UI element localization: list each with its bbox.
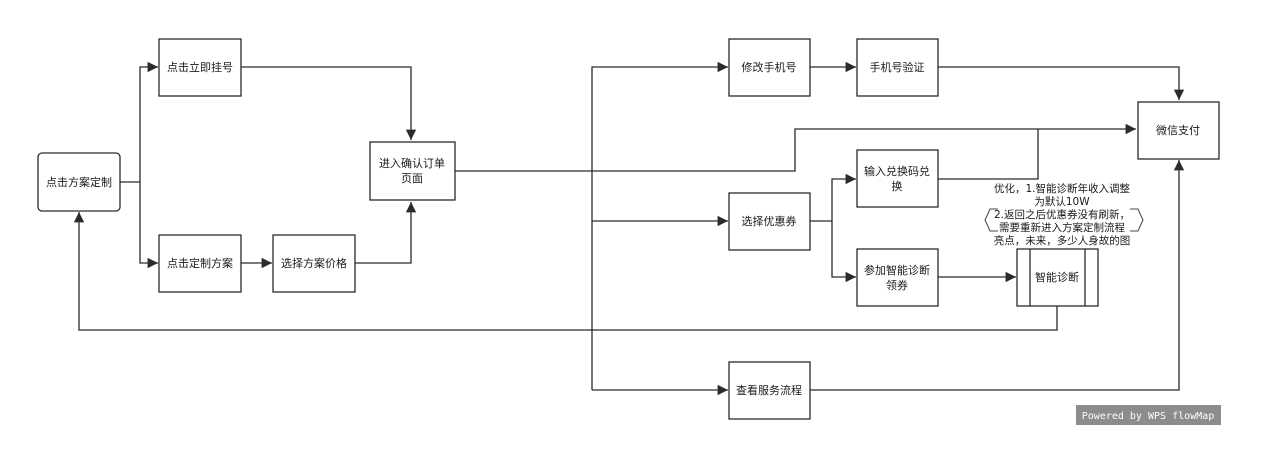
edge-yanzheng-to-zhifu <box>938 66 1185 100</box>
annotation-line-5: 亮点，未来，多少人身故的图 <box>994 234 1131 247</box>
watermark-badge: Powered by WPS flowMap <box>1076 405 1221 425</box>
node-label: 选择方案价格 <box>281 256 347 270</box>
edge-jiage-to-queren <box>355 202 417 264</box>
node-liji-guahao: 点击立即挂号 <box>158 38 242 97</box>
node-xuanze-jiage: 选择方案价格 <box>272 234 356 293</box>
edge-liucheng-to-zhifu <box>810 160 1185 391</box>
annotation-line-3: 2.返回之后优惠券没有刷新， <box>994 208 1130 221</box>
edge-to-duihuanma <box>831 173 856 221</box>
node-label: 查看服务流程 <box>736 383 802 397</box>
node-dingzhi-fangan: 点击定制方案 <box>158 234 242 293</box>
edge-zhenduan-back-to-fangan <box>73 212 1058 331</box>
node-label: 手机号验证 <box>870 60 925 74</box>
node-label: 选择优惠券 <box>742 214 797 228</box>
edge-to-dingzhi-fangan <box>139 182 158 269</box>
annotation-note: 优化，1.智能诊断年收入调整 为默认10W 2.返回之后优惠券没有刷新， 需要重… <box>984 182 1144 247</box>
edge-to-zhineng-lingquan <box>831 221 856 283</box>
node-label-line2: 领券 <box>886 278 908 292</box>
node-label: 点击定制方案 <box>167 256 233 270</box>
edges <box>73 61 1185 396</box>
node-weixin-zhifu: 微信支付 <box>1137 101 1220 160</box>
node-label-line1: 进入确认订单 <box>379 157 445 170</box>
node-fangan-dingzhi: 点击方案定制 <box>37 152 121 212</box>
node-label-line1: 输入兑换码兑 <box>864 164 930 178</box>
edge-guahao-to-queren <box>241 66 417 140</box>
edge-to-liji-guahao <box>139 61 158 182</box>
annotation-bracket-right <box>1130 208 1144 232</box>
node-label: 点击立即挂号 <box>167 60 233 74</box>
node-label-line1: 参加智能诊断 <box>864 263 930 277</box>
node-fuwu-liucheng: 查看服务流程 <box>728 361 811 420</box>
node-duihuanma: 输入兑换码兑 换 <box>856 149 939 208</box>
watermark-text: Powered by WPS flowMap <box>1082 411 1214 422</box>
node-label-line2: 页面 <box>401 172 423 185</box>
node-zhineng-lingquan: 参加智能诊断 领券 <box>856 248 939 307</box>
edge-queren-to-zhifu <box>455 123 1136 172</box>
annotation-line-2: 为默认10W <box>1034 195 1090 208</box>
node-queren-dingdan: 进入确认订单 页面 <box>369 141 456 201</box>
node-label: 智能诊断 <box>1035 270 1079 284</box>
node-shouji-yanzheng: 手机号验证 <box>856 38 939 97</box>
edge-trunk-to-xiugai <box>591 61 728 390</box>
node-label: 修改手机号 <box>742 60 797 74</box>
annotation-line-1: 优化，1.智能诊断年收入调整 <box>994 182 1131 195</box>
node-xuanze-youhuiquan: 选择优惠券 <box>728 192 811 251</box>
node-label: 点击方案定制 <box>46 175 112 189</box>
node-label: 微信支付 <box>1156 123 1200 137</box>
node-label-line2: 换 <box>892 179 903 193</box>
annotation-bracket-left <box>984 208 998 232</box>
node-xiugai-shouji: 修改手机号 <box>728 38 811 97</box>
annotation-line-4: 需要重新进入方案定制流程 <box>999 221 1125 234</box>
edge-duihuanma-to-main <box>938 129 1039 180</box>
node-zhineng-zhenduan: 智能诊断 <box>1016 248 1099 307</box>
